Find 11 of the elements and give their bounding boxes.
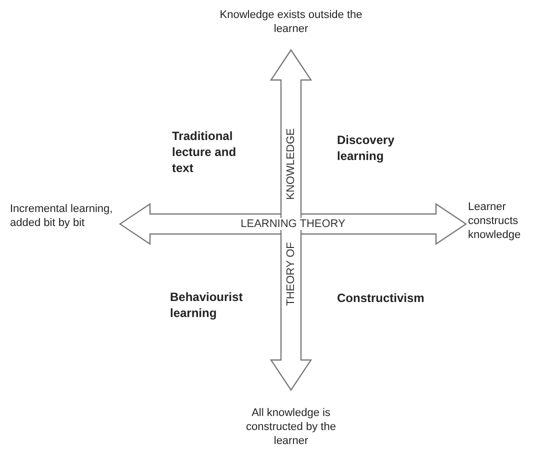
- axis-end-label: Learner constructs knowledge: [468, 201, 521, 241]
- axis-label: KNOWLEDGE: [285, 128, 297, 200]
- axis-end-label: All knowledge is constructed by the learner: [246, 407, 336, 447]
- double-arrow: [270, 48, 312, 392]
- axis-label: THEORY OF: [285, 242, 297, 306]
- quadrant-label: Constructivism: [337, 291, 424, 305]
- axis-end-label: Knowledge exists outside the learner: [220, 9, 362, 35]
- quadrant-label: Traditional lecture and text: [172, 129, 236, 175]
- quadrant-label: Behaviourist learning: [170, 290, 243, 320]
- quadrant-label: Discovery learning: [337, 133, 394, 163]
- axis-end-label: Incremental learning, added bit by bit: [10, 203, 113, 229]
